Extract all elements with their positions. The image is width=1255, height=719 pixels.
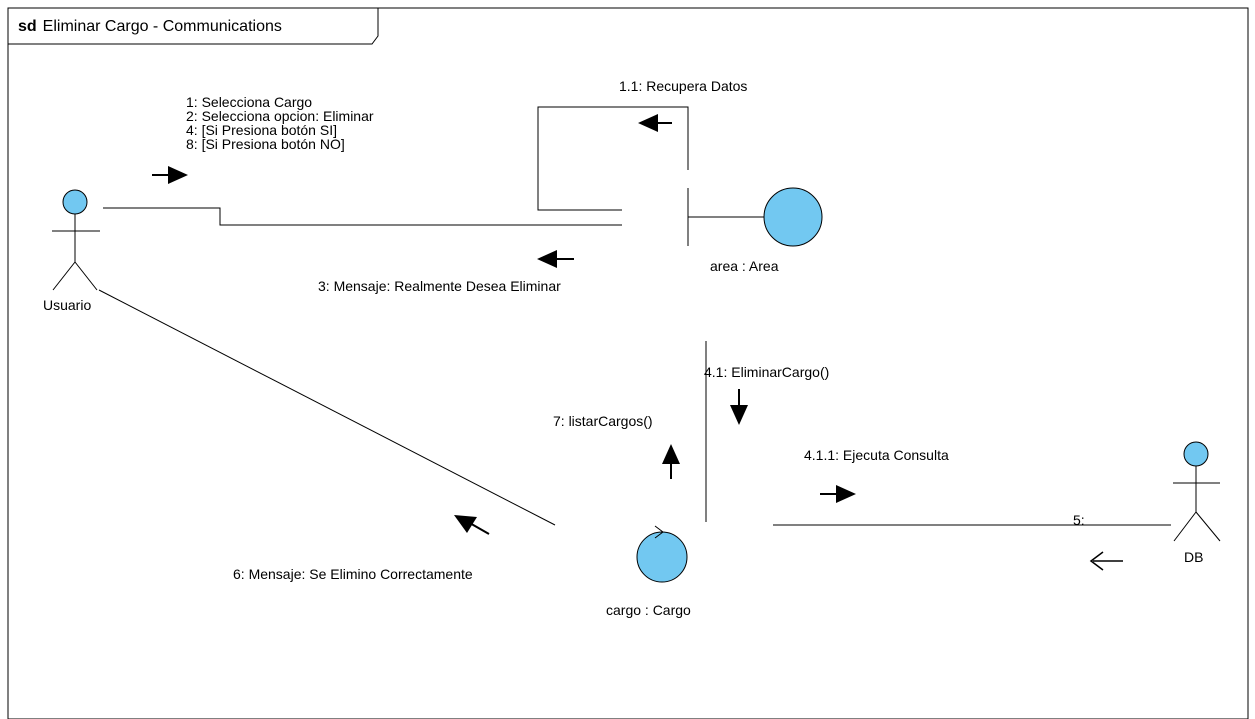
object-cargo[interactable] xyxy=(636,525,688,583)
actor-leg-left xyxy=(1173,511,1197,542)
diagram-frame xyxy=(7,7,1249,719)
link-usuario-cargo xyxy=(98,289,556,526)
link-self-area xyxy=(537,106,689,211)
message-area-usuario: 3: Mensaje: Realmente Desea Eliminar xyxy=(318,278,561,294)
message-line: 4: [Si Presiona botón SI] xyxy=(186,122,337,138)
control-circle xyxy=(636,531,688,583)
arrow-down-area-cargo xyxy=(730,389,748,425)
frame-name: Eliminar Cargo - Communications xyxy=(42,18,282,35)
arrow-up-cargo-area xyxy=(662,444,680,479)
actor-db[interactable] xyxy=(1173,441,1221,542)
actor-usuario[interactable] xyxy=(52,189,100,291)
message-line: 1: Selecciona Cargo xyxy=(186,94,313,110)
actor-head xyxy=(62,189,88,215)
object-area[interactable] xyxy=(687,187,823,247)
message-cargo-usuario: 6: Mensaje: Se Elimino Correctamente xyxy=(233,566,473,582)
message-area-cargo: 4.1: EliminarCargo() xyxy=(704,364,830,380)
message-db-cargo: 5: xyxy=(1073,512,1085,528)
arrow-left-self-area xyxy=(638,114,672,132)
control-arrowhead xyxy=(654,525,664,539)
message-line: 2: Selecciona opcion: Eliminar xyxy=(186,108,374,124)
actor-leg-right xyxy=(74,261,98,291)
message-cargo-db: 4.1.1: Ejecuta Consulta xyxy=(804,447,949,463)
frame-keyword: sd xyxy=(18,18,37,35)
message-cargo-area: 7: listarCargos() xyxy=(553,413,653,429)
arrow-left-area-usuario xyxy=(537,250,574,268)
boundary-circle xyxy=(763,187,823,247)
object-cargo-label: cargo : Cargo xyxy=(606,602,691,618)
arrow-upleft-cargo-usuario xyxy=(454,515,490,535)
arrow-right-usuario-area xyxy=(152,166,188,184)
actor-db-label: DB xyxy=(1184,549,1204,565)
actor-head xyxy=(1183,441,1209,467)
object-area-label: area : Area xyxy=(710,258,779,274)
message-usuario-area: 1: Selecciona Cargo 2: Selecciona opcion… xyxy=(186,95,374,151)
frame-title-tab xyxy=(8,8,379,45)
arrow-left-db-cargo xyxy=(1089,551,1123,571)
frame-title: sd Eliminar Cargo - Communications xyxy=(18,18,282,36)
actor-leg-left xyxy=(52,261,76,291)
message-self-area: 1.1: Recupera Datos xyxy=(619,78,748,94)
arrow-right-cargo-db xyxy=(820,485,856,503)
message-line: 8: [Si Presiona botón NO] xyxy=(186,136,345,152)
actor-usuario-label: Usuario xyxy=(43,297,92,313)
actor-leg-right xyxy=(1195,511,1221,542)
link-usuario-area xyxy=(103,207,622,226)
